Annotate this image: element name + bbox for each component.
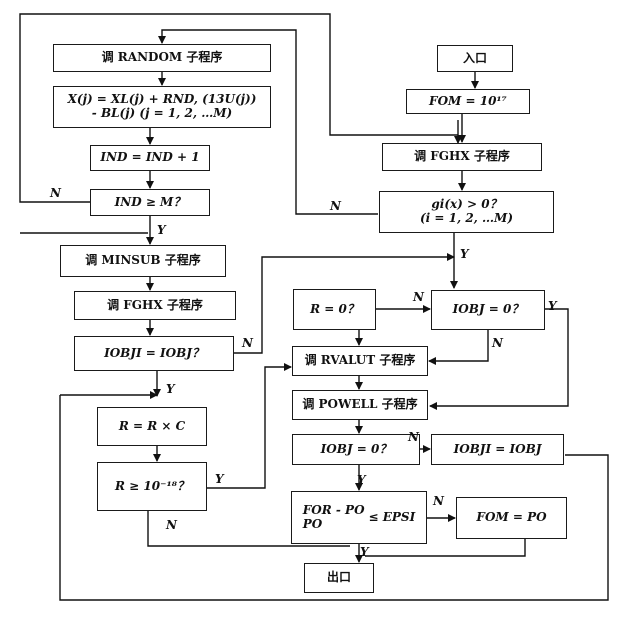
edge-r-yes xyxy=(207,363,292,489)
label-y-r: Y xyxy=(215,472,224,486)
iobj-zero-check-1-text: IOBJ = 0？ xyxy=(452,302,524,317)
edge-iobj1-yes xyxy=(429,308,569,410)
iobj-zero-check-2-box: IOBJ = 0？ xyxy=(292,434,420,465)
label-n-iobj1: N xyxy=(492,336,503,350)
call-minsub-text: 调 MINSUB 子程序 xyxy=(85,253,201,268)
converge-check-box: FOR - PO PO ≤ EPSI xyxy=(291,491,427,544)
iobji-check-box: IOBJI = IOBJ？ xyxy=(74,336,234,371)
fom-assign-text: FOM = PO xyxy=(476,510,547,525)
edge-r-no-down xyxy=(147,511,350,547)
call-fghx-right-text: 调 FGHX 子程序 xyxy=(414,149,510,164)
label-y-ind: Y xyxy=(157,223,166,237)
iobj-zero-check-1-box: IOBJ = 0？ xyxy=(431,290,545,330)
r-update-box: R = R × C xyxy=(97,407,207,446)
label-y-iobj1: Y xyxy=(548,299,557,313)
iobji-check-text: IOBJI = IOBJ？ xyxy=(104,345,204,360)
label-n-iobj2: N xyxy=(408,430,419,444)
exit-text: 出口 xyxy=(326,570,351,585)
fom-init-text: FOM = 10¹⁷ xyxy=(429,93,507,108)
edge-iobji-no xyxy=(234,253,455,354)
call-random-box: 调 RANDOM 子程序 xyxy=(53,44,271,72)
label-y-conv: Y xyxy=(360,545,369,559)
converge-frac-top: FOR - PO xyxy=(302,502,365,517)
label-n-conv: N xyxy=(433,494,444,508)
exit-box: 出口 xyxy=(304,563,374,593)
label-y-iobji: Y xyxy=(166,382,175,396)
label-n-gi: N xyxy=(330,199,341,213)
ind-check-text: IND ≥ M？ xyxy=(114,194,186,209)
call-minsub-box: 调 MINSUB 子程序 xyxy=(60,245,226,277)
r-zero-check-box: R = 0？ xyxy=(293,289,376,330)
call-rvalut-box: 调 RVALUT 子程序 xyxy=(292,346,428,376)
edge-fomassign-down xyxy=(365,539,526,557)
gi-check-line2: (i = 1, 2, …M) xyxy=(419,211,514,225)
converge-rel: ≤ EPSI xyxy=(368,509,416,524)
call-powell-box: 调 POWELL 子程序 xyxy=(292,390,428,420)
x-assign-box: X(j) = XL(j) + RND, (13U(j)) - BL(j) (j … xyxy=(53,86,271,128)
x-assign-line2: - BL(j) (j = 1, 2, …M) xyxy=(91,106,233,120)
iobji-assign-text: IOBJI = IOBJ xyxy=(453,441,542,456)
entry-text: 入口 xyxy=(462,50,487,65)
edge-into-random xyxy=(158,29,272,44)
label-y-gi: Y xyxy=(460,247,469,261)
call-fghx-left-text: 调 FGHX 子程序 xyxy=(107,297,203,312)
label-n-r: N xyxy=(166,518,177,532)
edge-iobj1-no xyxy=(428,330,489,365)
edge-rthreshold-loop xyxy=(59,395,609,601)
call-rvalut-text: 调 RVALUT 子程序 xyxy=(304,353,416,368)
iobj-zero-check-2-text: IOBJ = 0？ xyxy=(320,441,392,456)
x-assign-line1: X(j) = XL(j) + RND, (13U(j)) xyxy=(67,92,257,107)
call-fghx-left-box: 调 FGHX 子程序 xyxy=(74,291,236,320)
edge-ind-no-loop xyxy=(19,13,458,203)
ind-incr-box: IND = IND + 1 xyxy=(90,145,210,171)
ind-incr-text: IND = IND + 1 xyxy=(100,150,200,165)
r-update-text: R = R × C xyxy=(118,418,186,433)
iobji-assign-box: IOBJI = IOBJ xyxy=(431,434,564,465)
label-n-iobji: N xyxy=(242,336,253,350)
converge-fraction: FOR - PO PO xyxy=(302,502,365,532)
converge-frac-bottom: PO xyxy=(302,516,323,531)
label-n-ind: N xyxy=(50,186,61,200)
call-fghx-right-box: 调 FGHX 子程序 xyxy=(382,143,542,171)
gi-check-box: gi(x) > 0？ (i = 1, 2, …M) xyxy=(379,191,554,233)
edge-gi-no-loop xyxy=(272,29,378,215)
r-threshold-text: R ≥ 10⁻¹⁸？ xyxy=(115,478,189,493)
label-y-iobj2: Y xyxy=(357,473,366,487)
call-powell-text: 调 POWELL 子程序 xyxy=(302,397,418,412)
ind-check-box: IND ≥ M？ xyxy=(90,189,210,216)
call-random-text: 调 RANDOM 子程序 xyxy=(101,50,223,65)
entry-box: 入口 xyxy=(437,45,513,72)
label-n-rzero: N xyxy=(413,290,424,304)
r-threshold-box: R ≥ 10⁻¹⁸？ xyxy=(97,462,207,511)
fom-init-box: FOM = 10¹⁷ xyxy=(406,89,530,114)
fom-assign-box: FOM = PO xyxy=(456,497,567,539)
r-zero-check-text: R = 0？ xyxy=(310,301,359,316)
gi-check-line1: gi(x) > 0？ xyxy=(431,197,502,212)
